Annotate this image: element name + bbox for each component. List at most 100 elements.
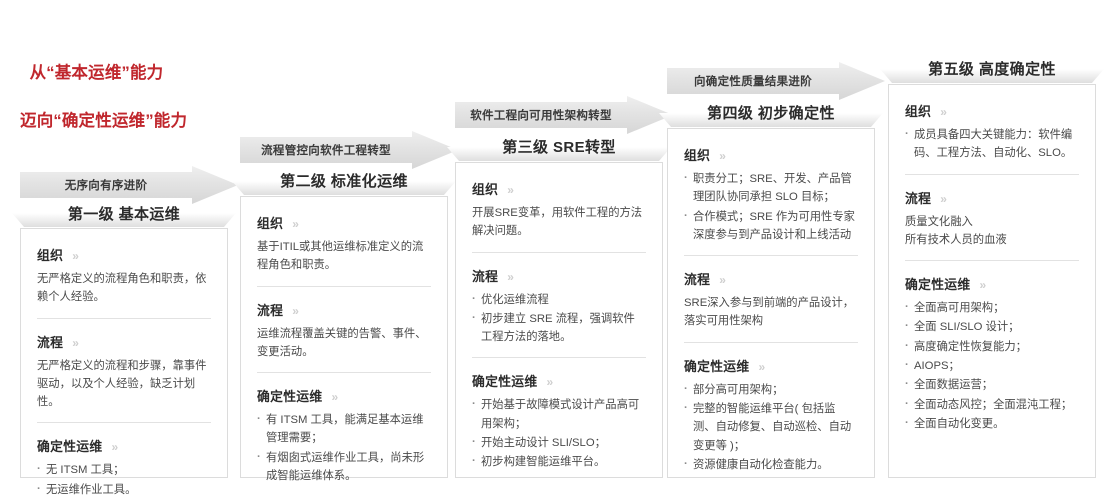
progression-arrow-label: 流程管控向软件工程转型	[261, 145, 391, 157]
double-chevron-right-icon: »	[292, 217, 299, 231]
level-card-3[interactable]: 组织 » 开展SRE变革，用软件工程的方法解决问题。流程» 优化运维流程初步建立 SR…	[455, 162, 663, 478]
bullet-list: 优化运维流程初步建立 SRE 流程，强调软件工程方法的落地。	[472, 290, 646, 347]
bullet-list: 成员具备四大关键能力：软件编码、工程方法、自动化、SLO。	[905, 125, 1079, 163]
list-item: 初步建立 SRE 流程，强调软件工程方法的落地。	[472, 309, 646, 347]
level-title-2: 第二级 标准化运维	[280, 173, 408, 190]
double-chevron-right-icon: »	[546, 375, 553, 390]
double-chevron-right-icon: »	[292, 303, 299, 318]
level-title-4: 第四级 初步确定性	[707, 105, 835, 122]
double-chevron-right-icon: »	[758, 359, 765, 374]
section: 确定性运维» 有 ITSM 工具，能满足基本运维管理需要；有烟囱式运维作业工具，尚…	[257, 372, 431, 485]
list-item: 全面自动化变更。	[905, 414, 1079, 433]
double-chevron-right-icon: »	[72, 249, 79, 263]
double-chevron-right-icon: »	[111, 440, 118, 455]
section-text: 运维流程覆盖关键的告警、事件、变更活动。	[257, 327, 427, 358]
progression-arrow-label: 软件工程向可用性架构转型	[470, 110, 612, 122]
list-item: 无运维作业工具。	[37, 480, 211, 499]
level-card-1[interactable]: 组织 » 无严格定义的流程角色和职责，依赖个人经验。流程» 无严格定义的流程和步骤，靠…	[20, 228, 228, 498]
headline-line-2: 迈向“确定性运维”能力	[20, 111, 188, 130]
level-title-1: 第一级 基本运维	[67, 206, 181, 223]
level-ribbon-2	[232, 181, 456, 195]
section-header: 组织 »	[472, 179, 646, 198]
section-heading: 确定性运维	[472, 374, 538, 390]
list-item: 职责分工；SRE、开发、产品管理团队协同承担 SLO 目标；	[684, 169, 858, 207]
section-heading: 组织	[37, 248, 64, 263]
list-item: 完整的智能运维平台( 包括监测、自动修复、自动巡检、自动变更等 )；	[684, 399, 858, 455]
list-item: 部分高可用架构；	[684, 380, 858, 399]
double-chevron-right-icon: »	[940, 191, 947, 206]
list-item: 合作模式；SRE 作为可用性专家深度参与到产品设计和上线活动	[684, 207, 858, 245]
bullet-list: 部分高可用架构；完整的智能运维平台( 包括监测、自动修复、自动巡检、自动变更等 …	[684, 380, 858, 474]
section-text: 基于ITIL或其他运维标准定义的流程角色和职责。	[257, 241, 424, 272]
section-text: 无严格定义的流程和步骤，靠事件驱动，以及个人经验，缺乏计划性。	[37, 359, 207, 409]
section-header: 确定性运维 »	[684, 356, 858, 375]
double-chevron-right-icon: »	[72, 335, 79, 350]
section-heading: 组织	[472, 182, 499, 197]
level-ribbon-3	[447, 147, 671, 161]
section-text: 开展SRE变革，用软件工程的方法解决问题。	[472, 207, 643, 238]
section: 组织 » 无严格定义的流程角色和职责，依赖个人经验。	[37, 245, 211, 307]
double-chevron-right-icon: »	[507, 183, 514, 197]
section-heading: 流程	[905, 190, 932, 206]
section-header: 组织»	[257, 213, 431, 232]
section-header: 组织»	[905, 101, 1079, 120]
level-card-5[interactable]: 组织»成员具备四大关键能力：软件编码、工程方法、自动化、SLO。流程»质量文化融…	[888, 84, 1096, 478]
section-heading: 确定性运维	[684, 358, 750, 374]
section: 确定性运维 » 部分高可用架构；完整的智能运维平台( 包括监测、自动修复、自动巡检、…	[684, 341, 858, 474]
section: 流程» SRE深入参与到前端的产品设计，落实可用性架构	[684, 255, 858, 331]
list-item: 无 ITSM 工具；	[37, 460, 211, 479]
list-item: 全面高可用架构；	[905, 298, 1079, 317]
section-header: 确定性运维 »	[905, 274, 1079, 293]
headline-line-1: 从“基本运维”能力	[29, 63, 164, 82]
double-chevron-right-icon: »	[331, 390, 338, 405]
section-header: 流程»	[472, 266, 646, 285]
section: 确定性运维» 无 ITSM 工具；无运维作业工具。	[37, 422, 211, 499]
level-ribbon-1	[12, 213, 236, 227]
section-header: 组织 »	[37, 245, 211, 264]
section-header: 流程 »	[905, 188, 1079, 207]
list-item: 全面数据运营；	[905, 375, 1079, 394]
double-chevron-right-icon: »	[979, 278, 986, 293]
section: 组织 » 开展SRE变革，用软件工程的方法解决问题。	[472, 179, 646, 241]
list-item: 有 ITSM 工具，能满足基本运维管理需要；	[257, 410, 431, 448]
list-item: 资源健康自动化检查能力。	[684, 455, 858, 474]
bullet-list: 职责分工；SRE、开发、产品管理团队协同承担 SLO 目标；合作模式；SRE 作…	[684, 169, 858, 245]
progression-arrow-label: 向确定性质量结果进阶	[694, 76, 812, 88]
section-header: 确定性运维»	[257, 386, 431, 405]
double-chevron-right-icon: »	[719, 149, 726, 163]
section: 确定性运维 » 全面高可用架构；全面 SLI/SLO 设计；高度确定性恢复能力；AI…	[905, 260, 1079, 433]
level-card-4[interactable]: 组织 » 职责分工；SRE、开发、产品管理团队协同承担 SLO 目标；合作模式；SR…	[667, 128, 875, 478]
section: 流程»质量文化融入 所有技术人员的血液	[905, 173, 1079, 250]
bullet-list: 全面高可用架构；全面 SLI/SLO 设计；高度确定性恢复能力；AIOPS；全面…	[905, 298, 1079, 433]
list-item: 高度确定性恢复能力；	[905, 337, 1079, 356]
bullet-list: 无 ITSM 工具；无运维作业工具。	[37, 460, 211, 499]
list-item: 开始主动设计 SLI/SLO；	[472, 433, 646, 452]
progression-arrow-label: 无序向有序进阶	[64, 180, 148, 192]
list-item: 初步构建智能运维平台。	[472, 452, 646, 471]
list-item: 全面 SLI/SLO 设计；	[905, 317, 1079, 336]
section-text: 无严格定义的流程角色和职责，依赖个人经验。	[37, 273, 207, 304]
level-title-3: 第三级 SRE转型	[502, 139, 616, 156]
progression-arrow-3: 软件工程向可用性架构转型	[455, 96, 673, 134]
section-header: 流程»	[684, 269, 858, 288]
section-header: 流程»	[37, 332, 211, 351]
level-title-5: 第五级 高度确定性	[928, 61, 1056, 78]
list-item: 全面动态风控；全面混沌工程；	[905, 395, 1079, 414]
level-card-2[interactable]: 组织»基于ITIL或其他运维标准定义的流程角色和职责。流程»运维流程覆盖关键的告…	[240, 196, 448, 482]
list-item: 有烟囱式运维作业工具，尚未形成智能运维体系。	[257, 448, 431, 486]
section-header: 确定性运维»	[37, 436, 211, 455]
section: 流程» 无严格定义的流程和步骤，靠事件驱动，以及个人经验，缺乏计划性。	[37, 317, 211, 412]
section-heading: 组织	[684, 148, 711, 163]
section-header: 确定性运维 »	[472, 371, 646, 390]
bullet-list: 开始基于故障模式设计产品高可用架构；开始主动设计 SLI/SLO；初步构建智能运…	[472, 395, 646, 471]
section-text: SRE深入参与到前端的产品设计，落实可用性架构	[684, 297, 855, 328]
section-header: 组织 »	[684, 145, 858, 164]
section: 流程» 优化运维流程初步建立 SRE 流程，强调软件工程方法的落地。	[472, 251, 646, 347]
section: 确定性运维 » 开始基于故障模式设计产品高可用架构；开始主动设计 SLI/SLO；初…	[472, 357, 646, 471]
section-heading: 确定性运维	[905, 277, 971, 293]
section: 组织 » 职责分工；SRE、开发、产品管理团队协同承担 SLO 目标；合作模式；SR…	[684, 145, 858, 244]
list-item: 成员具备四大关键能力：软件编码、工程方法、自动化、SLO。	[905, 125, 1079, 163]
progression-arrow-2: 流程管控向软件工程转型	[240, 131, 458, 169]
section: 组织» 基于ITIL或其他运维标准定义的流程角色和职责。	[257, 213, 431, 275]
